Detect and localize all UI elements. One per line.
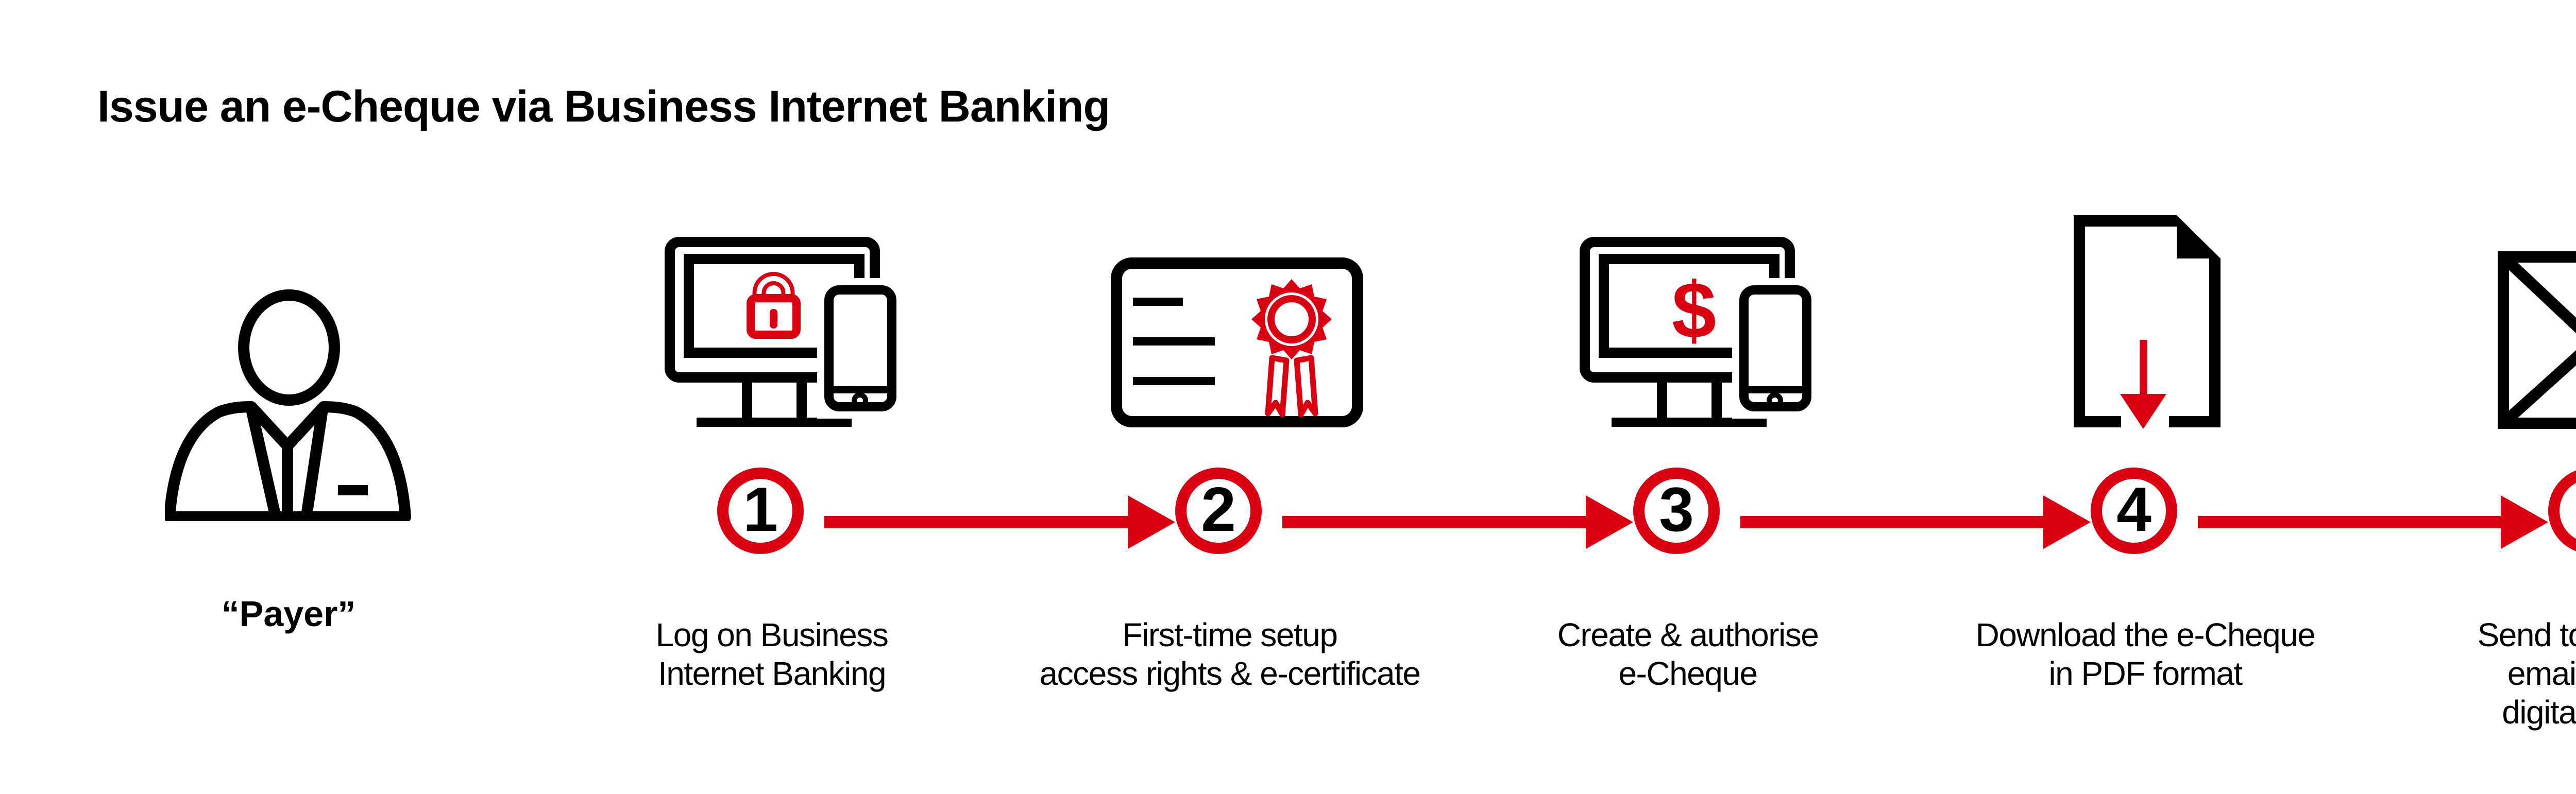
- step-label-line: email or other: [2507, 655, 2576, 692]
- step-number-2: 2: [1201, 474, 1236, 544]
- at-glyph: @: [2575, 258, 2576, 339]
- step-label-line: Download the e-Cheque: [1975, 616, 2316, 653]
- desktop-lock-phone-icon: [665, 237, 902, 430]
- step-label-line: access rights & e-certificate: [1039, 655, 1421, 692]
- arrow-shaft-1-2: [824, 516, 1128, 528]
- step-number-1: 1: [743, 474, 778, 544]
- step-label-line: Create & authorise: [1557, 616, 1819, 653]
- step-label-4: Download the e-Cheque in PDF format: [1898, 616, 2393, 693]
- step-number-3: 3: [1659, 474, 1694, 544]
- businessman-icon: [165, 284, 412, 521]
- arrow-shaft-4-5: [2198, 516, 2501, 528]
- arrow-head-3-4: [2043, 495, 2091, 549]
- step-label-3: Create & authorise e-Cheque: [1440, 616, 1935, 693]
- arrow-head-1-2: [1128, 495, 1175, 549]
- step-label-line: Send to payee via: [2477, 616, 2576, 653]
- step-label-1: Log on Business Internet Banking: [524, 616, 1019, 693]
- desktop-dollar-phone-icon: $: [1580, 237, 1817, 430]
- arrow-shaft-3-4: [1740, 516, 2043, 528]
- step-number-5: 5: [2574, 478, 2576, 541]
- certificate-rosette-icon: [1111, 257, 1363, 427]
- arrow-head-4-5: [2501, 495, 2548, 549]
- step-circle-5: 5: [2548, 468, 2576, 554]
- step-circle-1: 1: [717, 468, 804, 554]
- step-circle-4: 4: [2091, 468, 2177, 554]
- step-label-line: e-Cheque: [1618, 655, 1758, 692]
- arrow-head-2-3: [1586, 495, 1633, 549]
- step-label-line: in PDF format: [2048, 655, 2243, 692]
- step-circle-2: 2: [1175, 468, 1262, 554]
- step-label-line: digital medium: [2502, 694, 2576, 731]
- step-label-line: First-time setup: [1122, 616, 1338, 653]
- dollar-glyph: $: [1672, 266, 1716, 355]
- step-label-line: Log on Business: [655, 616, 889, 653]
- step-label-line: Internet Banking: [657, 655, 887, 692]
- payer-label: “Payer”: [221, 594, 356, 634]
- page-title: Issue an e-Cheque via Business Internet …: [97, 82, 1110, 131]
- step-number-4: 4: [2116, 474, 2151, 544]
- document-download-icon: [2071, 211, 2226, 433]
- email-envelope-icon: @: [2498, 251, 2576, 429]
- arrow-shaft-2-3: [1282, 516, 1586, 528]
- step-circle-3: 3: [1633, 468, 1720, 554]
- step-label-2: First-time setup access rights & e-certi…: [982, 616, 1477, 693]
- step-label-5: Send to payee via email or other digital…: [2355, 616, 2576, 732]
